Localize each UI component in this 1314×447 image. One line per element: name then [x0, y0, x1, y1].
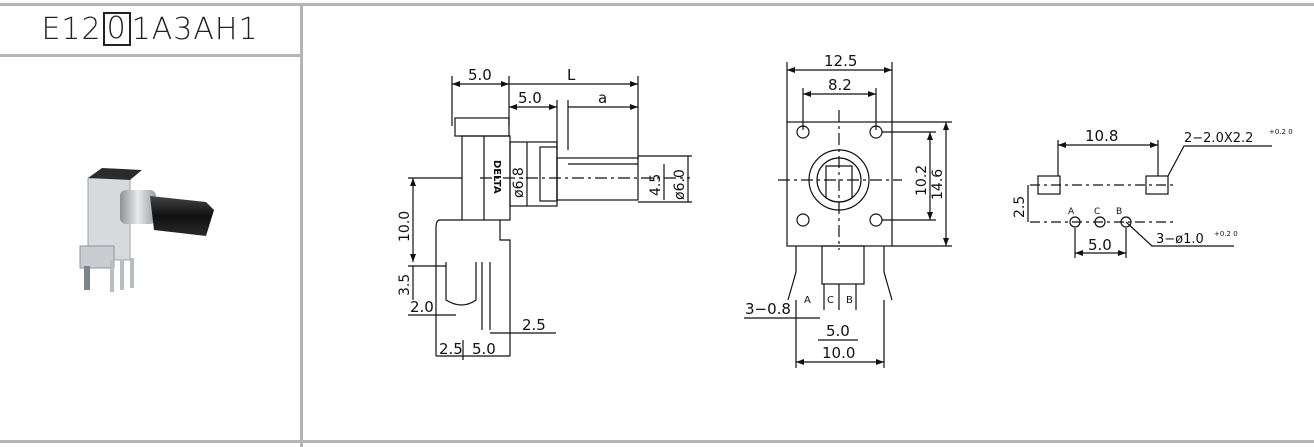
dimension-labels: 5.0 L 5.0 a DELTA ø6.8 4.5 ø6.0 10.0 3.5…	[397, 52, 1293, 362]
pcb-slot-right	[1145, 175, 1169, 195]
front-pin-block	[821, 245, 865, 285]
front-lug-right	[883, 246, 893, 301]
pcb-hole-c	[1094, 216, 1106, 228]
photo-bushing	[120, 190, 156, 224]
label-pcb-pin-a: A	[1068, 207, 1075, 217]
label-front-146: 14.6	[930, 169, 946, 200]
label-front-82: 8.2	[828, 76, 852, 94]
label-w25-right: 2.5	[522, 316, 546, 334]
front-mount-hole-bl	[796, 213, 810, 227]
label-h10: 10.0	[397, 211, 413, 242]
side-view	[408, 76, 692, 360]
photo-pin-3	[130, 258, 134, 288]
part-code: E12 0 1A3AH1	[0, 8, 300, 50]
label-front-50: 5.0	[826, 322, 850, 340]
label-L: L	[567, 66, 576, 84]
label-d68: ø6.8	[511, 167, 527, 198]
side-bracket	[435, 219, 511, 356]
label-pcb-50: 5.0	[1088, 236, 1112, 254]
side-body-top	[454, 117, 510, 137]
label-brand: DELTA	[491, 160, 502, 194]
side-lug	[445, 262, 477, 306]
photo-pin-1	[110, 260, 114, 292]
label-front-100: 10.0	[822, 344, 855, 362]
front-mount-hole-br	[869, 213, 883, 227]
top-border	[0, 3, 1314, 6]
pcb-leader-slot	[1167, 145, 1272, 177]
label-front-pin-b: B	[846, 295, 853, 306]
label-front-pin-a: A	[804, 295, 811, 306]
photo-leg	[84, 266, 90, 290]
column-divider	[300, 3, 303, 447]
bottom-border	[0, 440, 1314, 443]
label-w20: 2.0	[410, 298, 434, 316]
photo-bracket	[79, 245, 115, 269]
label-front-pin-c: C	[827, 295, 834, 306]
product-photo	[79, 168, 214, 292]
label-front-102: 10.2	[914, 165, 930, 196]
part-code-suffix: 1A3AH1	[131, 11, 259, 47]
pcb-leader-hole	[1125, 221, 1234, 247]
label-inner-5: 5.0	[518, 89, 542, 107]
part-code-prefix: E12	[41, 11, 102, 47]
label-pcb-25: 2.5	[1012, 196, 1028, 218]
label-pcb-hole: 3−ø1.0	[1156, 232, 1204, 247]
label-pcb-slot-tol: +0.2 0	[1269, 128, 1293, 136]
arrowheads	[410, 67, 1158, 365]
label-d60: ø6.0	[672, 169, 688, 200]
label-pcb-hole-tol: +0.2 0	[1214, 230, 1238, 238]
front-shaft-d	[825, 165, 853, 203]
label-front-125: 12.5	[824, 52, 857, 70]
label-w25-bottom: 2.5	[439, 340, 463, 358]
part-code-boxed-digit: 0	[102, 12, 131, 46]
pcb-hole-b	[1120, 216, 1132, 228]
side-shaft	[556, 157, 639, 201]
label-pcb-slot: 2−2.0X2.2	[1184, 131, 1253, 146]
label-d45: 4.5	[648, 174, 664, 196]
front-mount-hole-tl	[796, 125, 810, 139]
pcb-layout	[1027, 140, 1272, 258]
label-front-pin: 3−0.8	[745, 300, 791, 318]
label-a: a	[598, 89, 607, 107]
pcb-hole-a	[1069, 216, 1081, 228]
label-w50-bottom: 5.0	[472, 340, 496, 358]
label-h35: 3.5	[397, 274, 413, 296]
photo-pin-2	[120, 260, 124, 290]
header-divider	[0, 54, 302, 57]
label-pcb-pin-c: C	[1094, 207, 1100, 217]
label-pcb-pin-b: B	[1116, 207, 1122, 217]
front-view	[744, 62, 952, 368]
front-lug-left	[787, 246, 797, 301]
label-top-5: 5.0	[468, 66, 492, 84]
side-bushing-ring	[539, 146, 558, 202]
photo-shaft	[150, 196, 214, 236]
photo-housing-top	[88, 168, 142, 180]
label-pcb-108: 10.8	[1085, 127, 1118, 145]
